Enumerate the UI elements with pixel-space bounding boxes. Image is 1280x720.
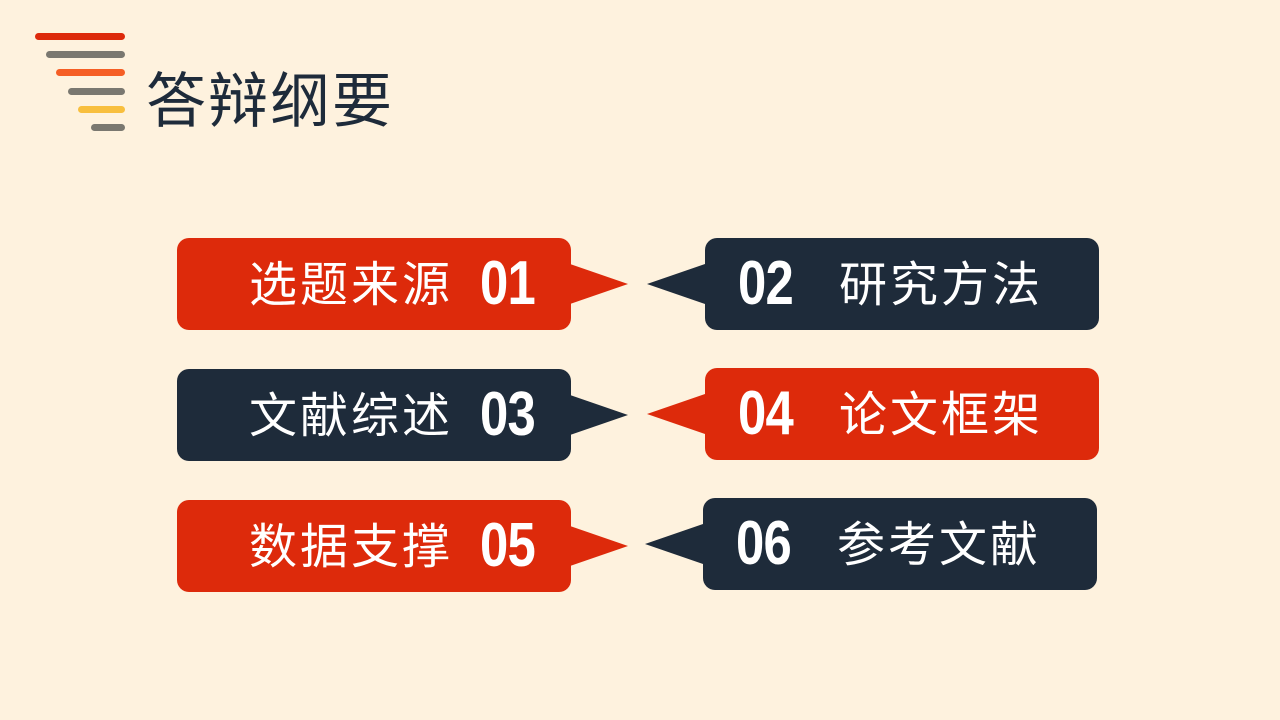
outline-item-03[interactable]: 文献综述 03 (177, 369, 628, 461)
outline-item-06[interactable]: 06 参考文献 (645, 498, 1097, 590)
arrow-left-icon (645, 524, 703, 564)
callout-box (177, 369, 571, 461)
outline-item-05[interactable]: 数据支撑 05 (177, 500, 628, 592)
item-label: 文献综述 (249, 388, 454, 444)
logo-bar-5 (78, 106, 125, 113)
page-title: 答辩纲要 (146, 67, 394, 137)
item-number: 01 (480, 249, 536, 318)
outline-item-02[interactable]: 02 研究方法 (647, 238, 1099, 330)
logo-bar-6 (91, 124, 125, 131)
callout-box (177, 500, 571, 592)
callout-box (705, 368, 1099, 460)
item-number: 05 (480, 511, 536, 580)
arrow-right-icon (570, 264, 628, 304)
callout-box (177, 238, 571, 330)
arrow-right-icon (570, 395, 628, 435)
outline-item-01[interactable]: 选题来源 01 (177, 238, 628, 330)
item-label: 数据支撑 (249, 519, 454, 575)
item-number: 06 (736, 509, 792, 578)
arrow-right-icon (570, 526, 628, 566)
logo-bar-1 (35, 33, 125, 40)
item-label: 研究方法 (839, 257, 1044, 313)
outline-item-04[interactable]: 04 论文框架 (647, 368, 1099, 460)
item-number: 03 (480, 380, 536, 449)
callout-box (703, 498, 1097, 590)
logo-bar-2 (46, 51, 125, 58)
item-number: 02 (738, 249, 794, 318)
item-number: 04 (738, 379, 794, 448)
item-label: 选题来源 (249, 257, 454, 313)
logo-bar-3 (56, 69, 125, 76)
item-label: 论文框架 (839, 387, 1044, 443)
logo-bar-4 (68, 88, 125, 95)
callout-box (705, 238, 1099, 330)
arrow-left-icon (647, 394, 705, 434)
arrow-left-icon (647, 264, 705, 304)
item-label: 参考文献 (837, 517, 1042, 573)
